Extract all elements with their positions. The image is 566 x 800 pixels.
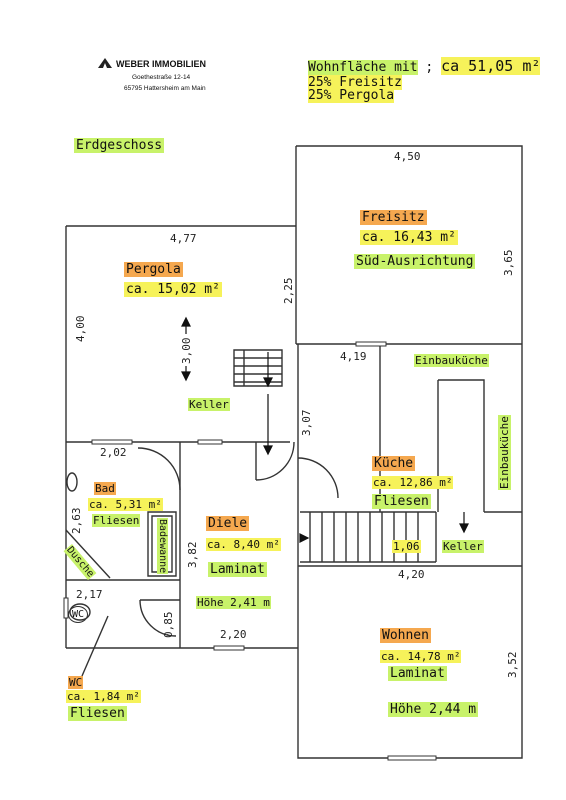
- room-wohnen-floor: Laminat: [388, 666, 447, 681]
- dim-wohnen-width: 4,20: [398, 568, 425, 581]
- room-diele-name: Diele: [206, 516, 250, 531]
- dim-step: 1,06: [392, 540, 421, 553]
- room-kueche-floor: Fliesen: [372, 494, 431, 509]
- room-freisitz-area: ca. 16,43 m²: [360, 230, 458, 245]
- room-bad-floor: Fliesen: [92, 514, 141, 527]
- dim-wohnen-height: 3,52: [506, 651, 519, 679]
- label-keller-left: Keller: [188, 398, 230, 411]
- room-diele-floor: Laminat: [208, 562, 267, 577]
- room-freisitz-note: Süd-Ausrichtung: [354, 254, 476, 269]
- company-street: Goethestraße 12-14: [132, 74, 191, 81]
- dim-wc-height: 0,85: [162, 611, 175, 639]
- room-bad-name: Bad: [94, 482, 116, 495]
- dim-kueche-width: 4,19: [340, 350, 367, 363]
- company-name: WEBER IMMOBILIEN: [116, 59, 206, 69]
- room-diele-area: ca. 8,40 m²: [206, 538, 281, 551]
- dim-wc-width: 2,17: [76, 588, 103, 601]
- company-logo: WEBER IMMOBILIEN Goethestraße 12-14 6579…: [98, 58, 238, 92]
- dim-pergola-mid: 2,25: [282, 277, 295, 305]
- dim-diele-height: 3,82: [186, 541, 199, 569]
- room-wohnen-height: Höhe 2,44 m: [388, 702, 479, 717]
- dim-kueche-height: 3,07: [300, 409, 313, 437]
- summary-line1: Wohnfläche mit: [308, 60, 418, 75]
- room-kueche-name: Küche: [372, 456, 416, 471]
- label-einbaukueche-top: Einbauküche: [414, 354, 489, 367]
- summary-total: ca 51,05 m²: [441, 57, 541, 75]
- room-freisitz-name: Freisitz: [360, 210, 427, 225]
- dim-diele-width: 2,20: [220, 628, 247, 641]
- room-pergola-area: ca. 15,02 m²: [124, 282, 222, 297]
- room-pergola-name: Pergola: [124, 262, 183, 277]
- room-bad-area: ca. 5,31 m²: [88, 498, 163, 511]
- room-kueche-area: ca. 12,86 m²: [372, 476, 454, 489]
- floor-label: Erdgeschoss: [74, 138, 165, 153]
- room-wohnen-area: ca. 14,78 m²: [380, 650, 462, 663]
- room-wc-area: ca. 1,84 m²: [66, 690, 141, 703]
- dim-bad-height: 2,63: [70, 507, 83, 535]
- summary-semicolon: ;: [425, 60, 434, 75]
- dim-bad-width: 2,02: [100, 446, 127, 459]
- summary-line3: 25% Pergola: [308, 88, 395, 103]
- dim-stair-length: 3,00: [180, 337, 193, 365]
- house-icon: [98, 58, 112, 70]
- area-summary: Wohnfläche mit ; ca 51,05 m² 25% Freisit…: [308, 57, 541, 103]
- summary-line2: 25% Freisitz: [308, 75, 402, 90]
- wc-symbol: WC: [68, 606, 89, 623]
- label-keller-right: Keller: [442, 540, 484, 553]
- label-badewanne: Badewanne: [157, 518, 168, 575]
- room-wc-name: WC: [68, 676, 84, 689]
- dim-freisitz-width: 4,50: [394, 150, 421, 163]
- label-einbaukueche-side: Einbauküche: [498, 415, 511, 490]
- company-city: 65795 Hattersheim am Main: [124, 85, 206, 92]
- room-diele-height: Höhe 2,41 m: [196, 596, 271, 609]
- dim-pergola-width: 4,77: [170, 232, 197, 245]
- dim-freisitz-height: 3,65: [502, 249, 515, 277]
- room-wohnen-name: Wohnen: [380, 628, 431, 643]
- room-wc-floor: Fliesen: [68, 706, 127, 721]
- dim-pergola-left: 4,00: [74, 315, 87, 343]
